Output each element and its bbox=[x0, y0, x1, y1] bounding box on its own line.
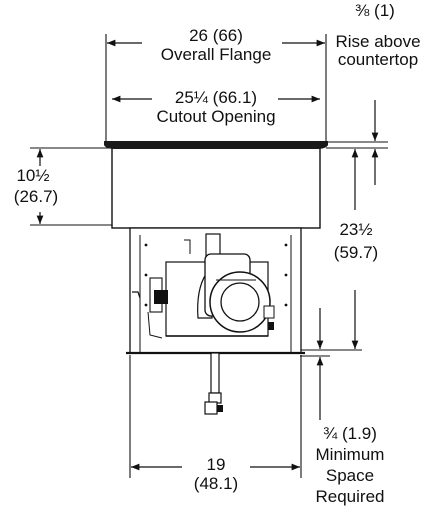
well-depth-value: 10½ bbox=[16, 166, 50, 185]
dimension-lines bbox=[36, 39, 379, 471]
base-width-metric: (48.1) bbox=[193, 474, 239, 493]
rise-value: ⅜ (1) bbox=[355, 1, 395, 20]
rise-label-line1: Rise above bbox=[335, 32, 421, 51]
min-space-value: ¾ (1.9) bbox=[323, 424, 377, 443]
min-space-label-line1: Minimum bbox=[315, 445, 385, 464]
total-height-metric: (59.7) bbox=[333, 243, 379, 262]
well-pan bbox=[111, 147, 321, 229]
cutout-opening-label: Cutout Opening bbox=[156, 107, 276, 126]
min-space-label-line2: Space bbox=[325, 466, 375, 485]
well-unit bbox=[104, 141, 328, 415]
overall-flange-label: Overall Flange bbox=[160, 45, 272, 64]
total-height-value: 23½ bbox=[339, 220, 373, 239]
overall-flange-value: 26 (66) bbox=[189, 26, 243, 45]
flange bbox=[104, 141, 328, 149]
base-width-value: 19 bbox=[206, 455, 226, 474]
well-depth-metric: (26.7) bbox=[13, 187, 59, 206]
cutout-opening-value: 25¼ (66.1) bbox=[174, 88, 258, 107]
min-space-label-line3: Required bbox=[315, 487, 385, 506]
rise-label-line2: countertop bbox=[337, 50, 419, 69]
drain-valve bbox=[204, 401, 218, 415]
drain-pipe bbox=[210, 352, 220, 394]
extension-lines bbox=[30, 34, 388, 478]
